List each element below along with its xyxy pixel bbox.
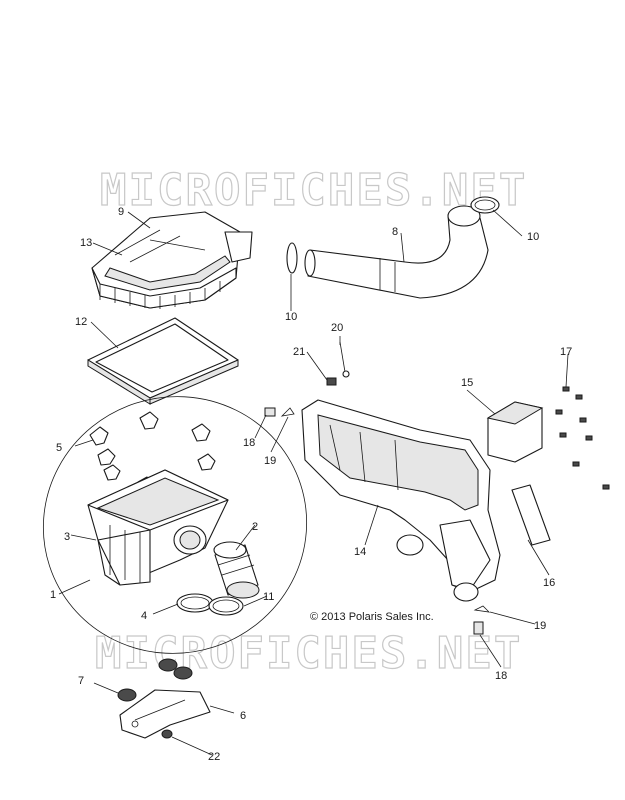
nut-21 [326, 377, 337, 386]
callout-12: 12 [75, 316, 87, 328]
watermark-top: MICROFICHES.NET [100, 165, 527, 216]
callout-19-top: 19 [264, 455, 276, 467]
hose-clamp-11 [208, 596, 244, 616]
assembly-outline [42, 396, 308, 654]
callout-9: 9 [118, 206, 124, 218]
hose-clamp-4 [176, 593, 214, 613]
callout-6: 6 [240, 710, 246, 722]
callout-10-top: 10 [527, 231, 539, 243]
fitting-18-bottom [473, 621, 484, 635]
bolt-20 [339, 341, 350, 378]
callout-10-left: 10 [285, 311, 297, 323]
callout-15: 15 [461, 377, 473, 389]
screws [555, 386, 610, 490]
duct-clamp-top [470, 196, 500, 214]
leader-lines [58, 209, 569, 756]
callout-11: 11 [263, 591, 274, 603]
callout-labels: 9 13 8 10 10 12 20 21 17 15 18 19 5 2 3 … [50, 206, 572, 763]
intake-duct [304, 205, 489, 299]
bolt-22 [161, 729, 173, 739]
foam-block [486, 401, 544, 463]
seal-plate [511, 484, 551, 546]
callout-18-bottom: 18 [495, 670, 507, 682]
airbox-base [87, 469, 229, 586]
duct-clamp-left [286, 242, 298, 274]
grommets [117, 658, 193, 702]
watermark-bottom: MICROFICHES.NET [95, 628, 522, 679]
mounting-bracket [119, 689, 211, 739]
callout-5: 5 [56, 442, 62, 454]
clip-19-top [280, 407, 295, 417]
fitting-18-top [264, 407, 276, 417]
callout-22: 22 [208, 751, 220, 763]
callout-16: 16 [543, 577, 555, 589]
callout-3: 3 [64, 531, 70, 543]
callout-17: 17 [560, 346, 572, 358]
plenum-housing [301, 399, 501, 602]
callout-19-bottom: 19 [534, 620, 546, 632]
callout-1: 1 [50, 589, 56, 601]
callout-18-top: 18 [243, 437, 255, 449]
copyright-notice: © 2013 Polaris Sales Inc. [310, 611, 434, 623]
intake-coupler [213, 541, 260, 599]
clip-19-bottom [473, 605, 491, 613]
callout-13: 13 [80, 237, 92, 249]
callout-8: 8 [392, 226, 398, 238]
air-filter [87, 317, 239, 405]
callout-2: 2 [252, 521, 258, 533]
callout-7: 7 [78, 675, 84, 687]
airbox-cover [91, 211, 253, 309]
callout-4: 4 [141, 610, 147, 622]
callout-20: 20 [331, 322, 343, 334]
callout-21: 21 [293, 346, 305, 358]
callout-14: 14 [354, 546, 366, 558]
